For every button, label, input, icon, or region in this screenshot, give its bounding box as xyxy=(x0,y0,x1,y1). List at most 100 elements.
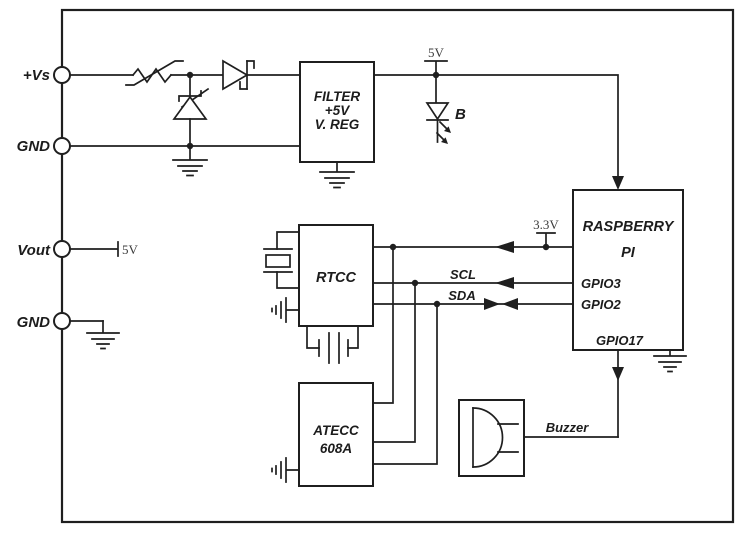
wire-segment xyxy=(276,231,300,250)
ground-icon xyxy=(271,297,300,323)
schottky-hook-top xyxy=(246,60,255,69)
terminal-vs-label: +Vs xyxy=(23,67,50,84)
raspberry-pi-label-line1: RASPBERRY xyxy=(583,219,675,235)
rail-3v3-label: 3.3V xyxy=(533,217,559,232)
junction-dot xyxy=(433,300,441,308)
buzzer-dome xyxy=(472,407,504,468)
ground-bars xyxy=(653,349,687,373)
rail-5v-label: 5V xyxy=(428,45,445,60)
battery-lead xyxy=(347,325,359,349)
crystal-body xyxy=(265,254,291,268)
gpio17-net xyxy=(612,349,624,438)
arrow-left-icon xyxy=(495,277,514,289)
led-bar xyxy=(426,119,449,143)
junction-dots xyxy=(186,71,550,308)
junction-dot xyxy=(186,142,194,150)
arrow-down-icon xyxy=(612,176,624,190)
led-emission-arrowhead xyxy=(444,126,451,133)
gnd-output-net xyxy=(69,320,120,350)
battery-lead xyxy=(306,325,320,349)
battery-icon xyxy=(306,325,359,364)
rtcc-block: RTCC xyxy=(263,224,374,364)
led-icon xyxy=(425,74,451,144)
atecc-label-line2: 608A xyxy=(320,441,352,456)
ground-icon xyxy=(653,349,687,373)
wire-segment xyxy=(373,74,619,179)
crystal-icon xyxy=(263,231,300,289)
ground-icon xyxy=(319,161,355,189)
terminal-vs-pad xyxy=(53,66,71,84)
wire-segment xyxy=(372,303,438,465)
wire-segment xyxy=(276,271,300,289)
junction-dot xyxy=(411,279,419,287)
rtcc-box xyxy=(298,224,374,327)
pin-gpio2-label: GPIO2 xyxy=(581,297,622,312)
battery-plates xyxy=(318,332,349,364)
vout-net: 5V xyxy=(69,241,139,257)
raspberry-pi-box xyxy=(572,189,684,351)
terminal-gnd2-pad xyxy=(53,312,71,330)
scl-label: SCL xyxy=(450,267,476,282)
filter-label-line2: +5V xyxy=(325,103,350,118)
ground-bars xyxy=(172,145,208,177)
buzzer-block: Buzzer xyxy=(458,399,619,477)
tvs-diode-icon xyxy=(172,74,210,147)
terminal-vout-label: Vout xyxy=(17,242,51,259)
fuse-icon xyxy=(125,60,184,86)
arrow-down-icon xyxy=(612,367,624,381)
wire-segment xyxy=(69,241,119,257)
arrow-left-icon xyxy=(495,241,514,253)
buzzer-box xyxy=(458,399,525,477)
atecc-box xyxy=(298,382,374,487)
ground-bars xyxy=(319,161,355,189)
fuse-strike xyxy=(125,60,184,86)
filter-label-line1: FILTER xyxy=(314,89,360,104)
junction-dot xyxy=(389,243,397,251)
terminals: +Vs GND Vout GND xyxy=(17,66,71,331)
pin-gpio3-label: GPIO3 xyxy=(581,276,622,291)
rtcc-label: RTCC xyxy=(316,270,357,286)
arrow-right-icon xyxy=(484,298,500,310)
diode-triangle xyxy=(222,59,249,91)
ground-bars xyxy=(271,457,300,483)
atecc-label-line1: ATECC xyxy=(312,423,359,438)
buzzer-label: Buzzer xyxy=(546,420,590,435)
terminal-gnd2-label: GND xyxy=(17,314,51,331)
sda-net: SDA xyxy=(372,288,574,310)
vout-5v-label: 5V xyxy=(122,242,139,257)
raspberry-pi-label-line2: PI xyxy=(621,245,636,261)
vs-input-net xyxy=(69,59,301,147)
scl-net: SCL xyxy=(372,267,574,289)
junction-dot xyxy=(186,71,194,79)
schottky-hook-bottom xyxy=(239,81,248,90)
ground-icon xyxy=(86,320,120,350)
five-volt-net: 5V B xyxy=(373,45,624,190)
ground-bars xyxy=(271,297,300,323)
filter-label-line3: V. REG xyxy=(315,117,360,132)
wire-segment xyxy=(372,282,416,443)
buzzer-pins xyxy=(497,423,519,453)
terminal-vout-pad xyxy=(53,240,71,258)
filter-box xyxy=(299,61,375,163)
raspberry-pi-block: RASPBERRY PI GPIO3 GPIO2 GPIO17 xyxy=(572,189,687,373)
terminal-gnd1-label: GND xyxy=(17,138,51,155)
ground-icon xyxy=(271,457,300,483)
ground-bars xyxy=(86,320,120,350)
led-emission-arrowhead xyxy=(441,137,448,144)
gnd-input-net xyxy=(69,145,301,177)
wire-segment xyxy=(372,246,394,404)
ground-icon xyxy=(172,145,208,177)
buzzer-icon xyxy=(472,407,519,468)
arrow-left-icon xyxy=(502,298,518,310)
led-triangle xyxy=(425,102,450,121)
pin-gpio17-label: GPIO17 xyxy=(596,333,644,348)
power-rail-3v3-icon: 3.3V xyxy=(533,217,559,248)
sda-label: SDA xyxy=(448,288,475,303)
filter-vreg-block: FILTER +5V V. REG xyxy=(299,61,375,189)
junction-dot xyxy=(432,71,440,79)
atecc-block: ATECC 608A xyxy=(271,246,438,487)
led-b-label: B xyxy=(455,106,466,123)
i2c-power-net: 3.3V xyxy=(372,217,574,253)
junction-dot xyxy=(542,243,550,251)
